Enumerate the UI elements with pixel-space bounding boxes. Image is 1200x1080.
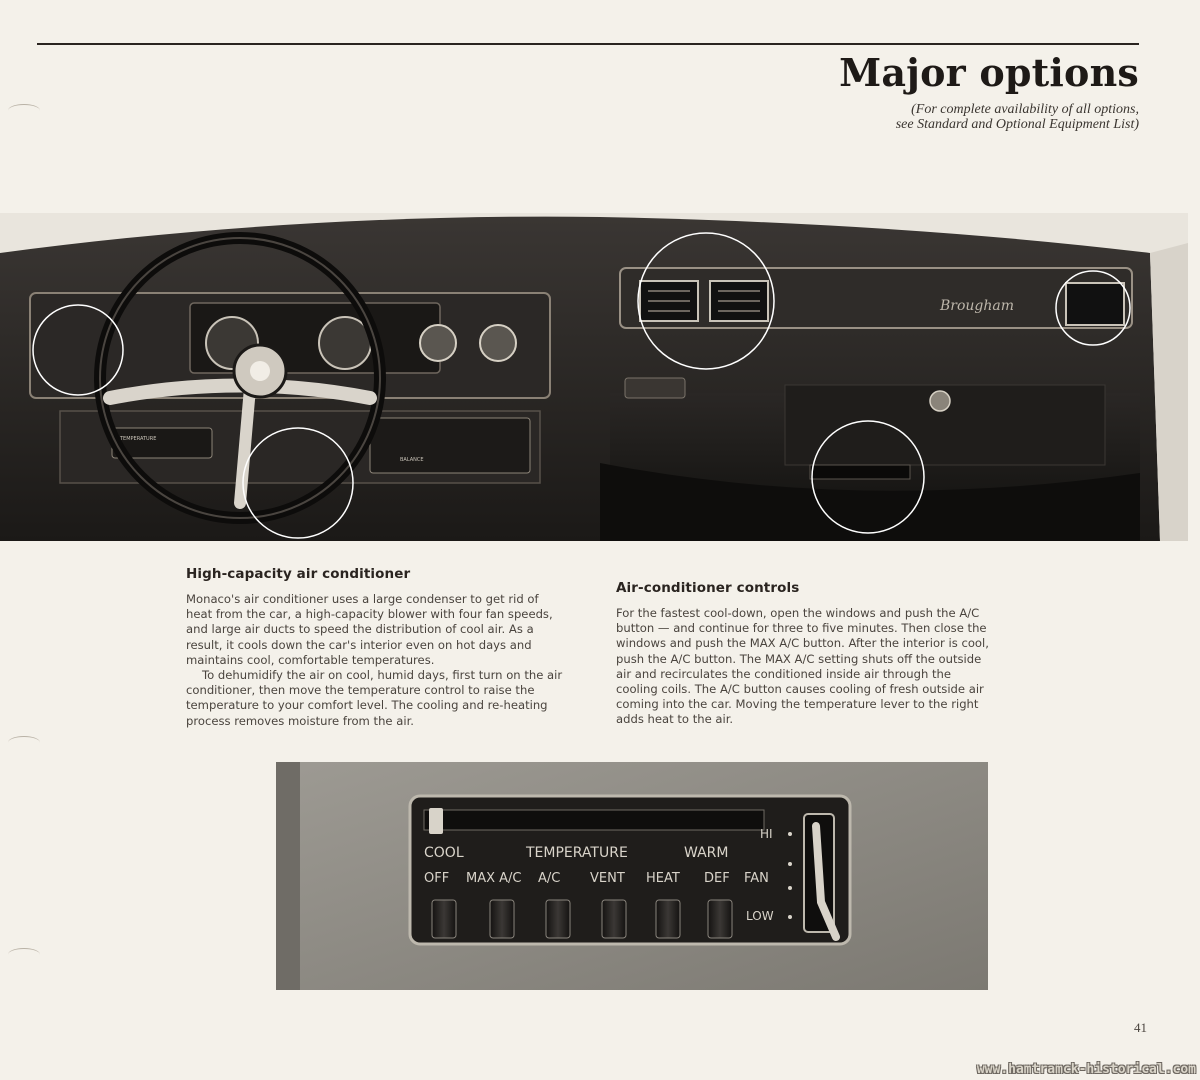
button-label-vent: VENT — [590, 871, 625, 886]
fan-label: FAN — [744, 871, 769, 886]
page-number: 41 — [1134, 1020, 1147, 1035]
ac-button — [545, 899, 571, 939]
low-label: LOW — [746, 909, 774, 923]
section-paragraph: For the fastest cool-down, open the wind… — [616, 606, 989, 727]
section-paragraph: Monaco's air conditioner uses a large co… — [186, 592, 553, 667]
brougham-badge: Brougham — [939, 298, 1014, 314]
binder-hole-mark — [8, 736, 40, 749]
section-ac-controls: Air-conditioner controls For the fastest… — [616, 580, 996, 728]
binder-hole-mark — [8, 104, 40, 117]
page-subtitle: (For complete availability of all option… — [896, 102, 1139, 132]
dash-temp-label: TEMPERATURE — [119, 436, 156, 442]
watermark: www.hamtramck-historical.com — [976, 1062, 1196, 1077]
section-paragraph: To dehumidify the air on cool, humid day… — [186, 668, 563, 728]
binder-hole-mark — [8, 948, 40, 961]
page-title: Major options — [839, 50, 1139, 95]
warm-label: WARM — [684, 845, 728, 861]
max-ac-button — [489, 899, 515, 939]
temperature-label: TEMPERATURE — [525, 845, 628, 861]
dashboard-photo-illustration: Brougham TEMPERATURE BALANCE — [0, 213, 1188, 541]
dashboard-photo: Brougham TEMPERATURE BALANCE — [0, 213, 1188, 541]
section-high-capacity-ac: High-capacity air conditioner Monaco's a… — [186, 566, 566, 729]
vent-button — [601, 899, 627, 939]
button-label-heat: HEAT — [646, 871, 680, 886]
off-button — [431, 899, 457, 939]
button-label-def: DEF — [704, 871, 730, 886]
cool-label: COOL — [424, 845, 464, 861]
def-button — [707, 899, 733, 939]
section-heading: Air-conditioner controls — [616, 580, 800, 596]
hi-label: HI — [760, 827, 773, 841]
control-panel-photo: COOL TEMPERATURE WARM HI FAN LOW OFF MAX… — [276, 762, 988, 990]
section-heading: High-capacity air conditioner — [186, 566, 411, 582]
subtitle-line-1: (For complete availability of all option… — [911, 102, 1139, 117]
button-label-max-ac: MAX A/C — [466, 871, 522, 886]
button-label-off: OFF — [424, 871, 449, 886]
subtitle-line-2: see Standard and Optional Equipment List… — [895, 117, 1139, 132]
fan-lever — [812, 822, 840, 941]
control-panel-illustration: COOL TEMPERATURE WARM HI FAN LOW OFF MAX… — [276, 762, 988, 990]
top-rule — [37, 43, 1139, 45]
dash-balance-label: BALANCE — [400, 457, 424, 463]
button-label-ac: A/C — [538, 871, 560, 886]
heat-button — [655, 899, 681, 939]
